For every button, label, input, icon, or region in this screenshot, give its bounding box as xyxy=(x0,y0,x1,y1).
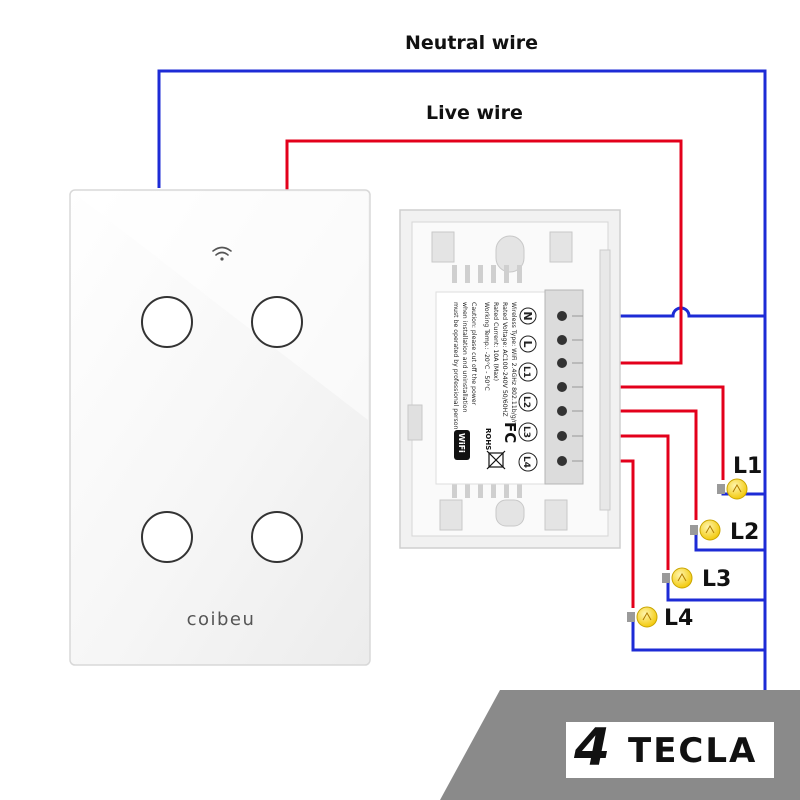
spec-line-4: Working Temp.: -20°C - 50°C xyxy=(483,302,491,391)
terminal-label-l: L xyxy=(521,340,534,347)
product-banner xyxy=(440,690,800,800)
fcc-mark: FC xyxy=(501,422,519,443)
terminal-screws xyxy=(557,311,567,466)
bulb-icon-l3 xyxy=(662,567,693,589)
spec-line-5: Caution: please cut off the power xyxy=(470,302,477,406)
load-label-l2: L2 xyxy=(730,520,760,545)
touch-button-3[interactable] xyxy=(141,511,193,563)
touch-button-4[interactable] xyxy=(251,511,303,563)
touch-button-1[interactable] xyxy=(141,296,193,348)
spec-line-2: Rated Voltage: AC100-240V 50/60HZ xyxy=(501,302,508,417)
neutral-wire xyxy=(157,69,767,690)
switch-front-panel: coibeu xyxy=(69,189,371,666)
wifi-icon xyxy=(212,246,232,261)
terminal-label-l3: L3 xyxy=(521,426,531,438)
touch-button-2[interactable] xyxy=(251,296,303,348)
load-label-l3: L3 xyxy=(702,567,732,592)
spec-line-3: Rated Current: 10A (Max) xyxy=(492,302,499,381)
terminal-label-l1: L1 xyxy=(521,366,531,378)
brand-logo: coibeu xyxy=(187,609,256,630)
rohs-mark: ROHS xyxy=(484,428,492,450)
bulb-icon-l4 xyxy=(627,606,658,628)
terminal-label-l2: L2 xyxy=(521,396,531,408)
spec-line-7: must be operated by professional person xyxy=(452,302,459,430)
spec-line-6: when installation and uninstallation xyxy=(461,302,468,413)
banner-number: 4 xyxy=(574,718,611,778)
live-wire-label: Live wire xyxy=(426,102,523,124)
banner-text: TECLA xyxy=(628,731,758,771)
load-label-l1: L1 xyxy=(733,454,763,479)
terminal-label-l4: L4 xyxy=(521,456,531,468)
terminal-label-n: N xyxy=(521,311,534,320)
spec-line-1: Wireless Type: WiFi 2.4GHz 802.11b/g/n xyxy=(510,302,517,425)
weee-bin-icon xyxy=(486,450,506,470)
bulb-icon-l1 xyxy=(717,478,748,500)
bulb-icon-l2 xyxy=(690,519,721,541)
wifi-cert-mark: WiFi xyxy=(457,433,466,453)
switch-back-module: N L L1 L2 L3 L4 Wireless Type: WiFi 2.4G… xyxy=(399,209,621,549)
load-label-l4: L4 xyxy=(664,606,694,631)
neutral-wire-label: Neutral wire xyxy=(405,32,539,54)
